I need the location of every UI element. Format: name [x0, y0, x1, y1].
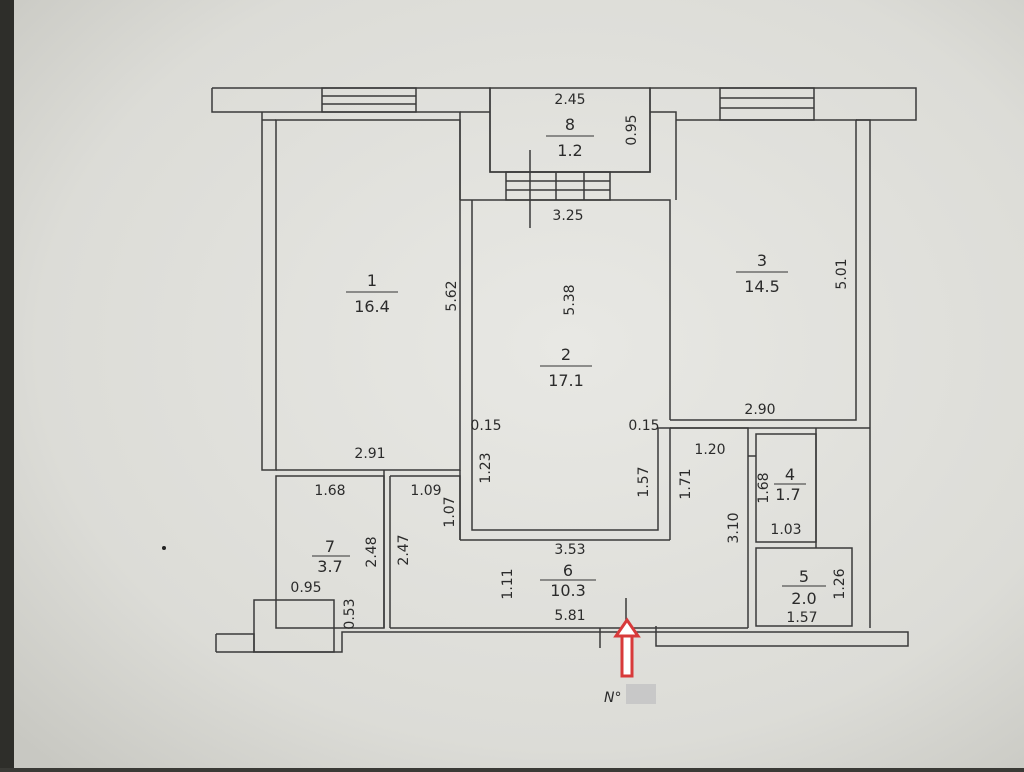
room-number-3: 3 — [757, 251, 767, 270]
walls — [211, 87, 917, 653]
dim-r2-bottom: 3.53 — [554, 542, 585, 558]
dim-corr-w: 1.20 — [694, 442, 725, 458]
room-area-8: 1.2 — [557, 141, 582, 160]
right-outer-wall — [856, 119, 871, 628]
corridor-walls — [670, 427, 749, 628]
room-number-7: 7 — [325, 537, 335, 556]
dim-r2-left-low: 1.23 — [478, 452, 494, 483]
room-area-7: 3.7 — [317, 557, 342, 576]
dim-r2-height: 5.38 — [562, 284, 578, 315]
dim-r1-width: 2.91 — [354, 446, 385, 462]
top-wall-right — [650, 111, 677, 200]
room-3-walls — [670, 119, 857, 421]
window-room-1 — [321, 87, 417, 113]
dim-r7-extra-h: 0.53 — [342, 598, 358, 629]
dim-r2-left-jog: 0.15 — [470, 418, 501, 434]
dim-r2-right-jog: 0.15 — [628, 418, 659, 434]
entrance-number-label: N° — [604, 690, 621, 706]
room-number-4: 4 — [785, 465, 795, 484]
room-area-2: 17.1 — [548, 371, 584, 390]
room-2-walls — [460, 199, 671, 420]
stair-block — [253, 599, 335, 653]
dim-r6-h3: 1.11 — [500, 568, 516, 599]
room-area-5: 2.0 — [791, 589, 816, 608]
room-number-6: 6 — [563, 561, 573, 580]
dimension-labels: 2.45 0.95 5.62 2.91 3.25 5.38 0.15 0.15 … — [290, 92, 850, 630]
room-number-5: 5 — [799, 567, 809, 586]
room-area-1: 16.4 — [354, 297, 390, 316]
dim-r5-h: 1.26 — [832, 568, 848, 599]
dim-corr-h: 1.71 — [678, 468, 694, 499]
dim-r8-width: 2.45 — [554, 92, 585, 108]
dim-corr-h2: 3.10 — [726, 512, 742, 543]
dim-r4-w: 1.68 — [756, 472, 772, 503]
entrance-arrow-icon — [613, 617, 641, 678]
dim-r6-bottom: 5.81 — [554, 608, 585, 624]
room-area-3: 14.5 — [744, 277, 780, 296]
room-labels: 1 16.4 2 17.1 3 14.5 4 1.7 5 2.0 6 10.3 … — [312, 115, 826, 608]
room-area-4: 1.7 — [775, 485, 800, 504]
dim-r3-height: 5.01 — [834, 258, 850, 289]
room-area-6: 10.3 — [550, 581, 586, 600]
dim-r8-depth: 0.95 — [624, 114, 640, 145]
paper-dot — [162, 546, 166, 550]
dim-r7-extra-w: 0.95 — [290, 580, 321, 596]
dim-r3-width: 2.90 — [744, 402, 775, 418]
dim-r6-h1: 1.07 — [442, 496, 458, 527]
dim-r1-height: 5.62 — [444, 280, 460, 311]
dim-r2-right-low: 1.57 — [636, 466, 652, 497]
dim-r2-top: 3.25 — [552, 208, 583, 224]
dim-r6-w1: 1.09 — [410, 483, 441, 499]
dim-r7-width: 1.68 — [314, 483, 345, 499]
redacted-number — [626, 684, 656, 704]
dim-r4-w2: 1.03 — [770, 522, 801, 538]
paper-sheet — [14, 0, 1024, 768]
room-number-1: 1 — [367, 271, 377, 290]
room-number-8: 8 — [565, 115, 575, 134]
room-2-inner — [471, 200, 671, 540]
dim-r6-h2: 2.47 — [396, 534, 412, 565]
room-5-walls — [755, 547, 853, 627]
room-6-walls — [390, 475, 461, 540]
dim-r7-height: 2.48 — [364, 536, 380, 567]
dim-r5-w: 1.57 — [786, 610, 817, 626]
room-number-2: 2 — [561, 345, 571, 364]
